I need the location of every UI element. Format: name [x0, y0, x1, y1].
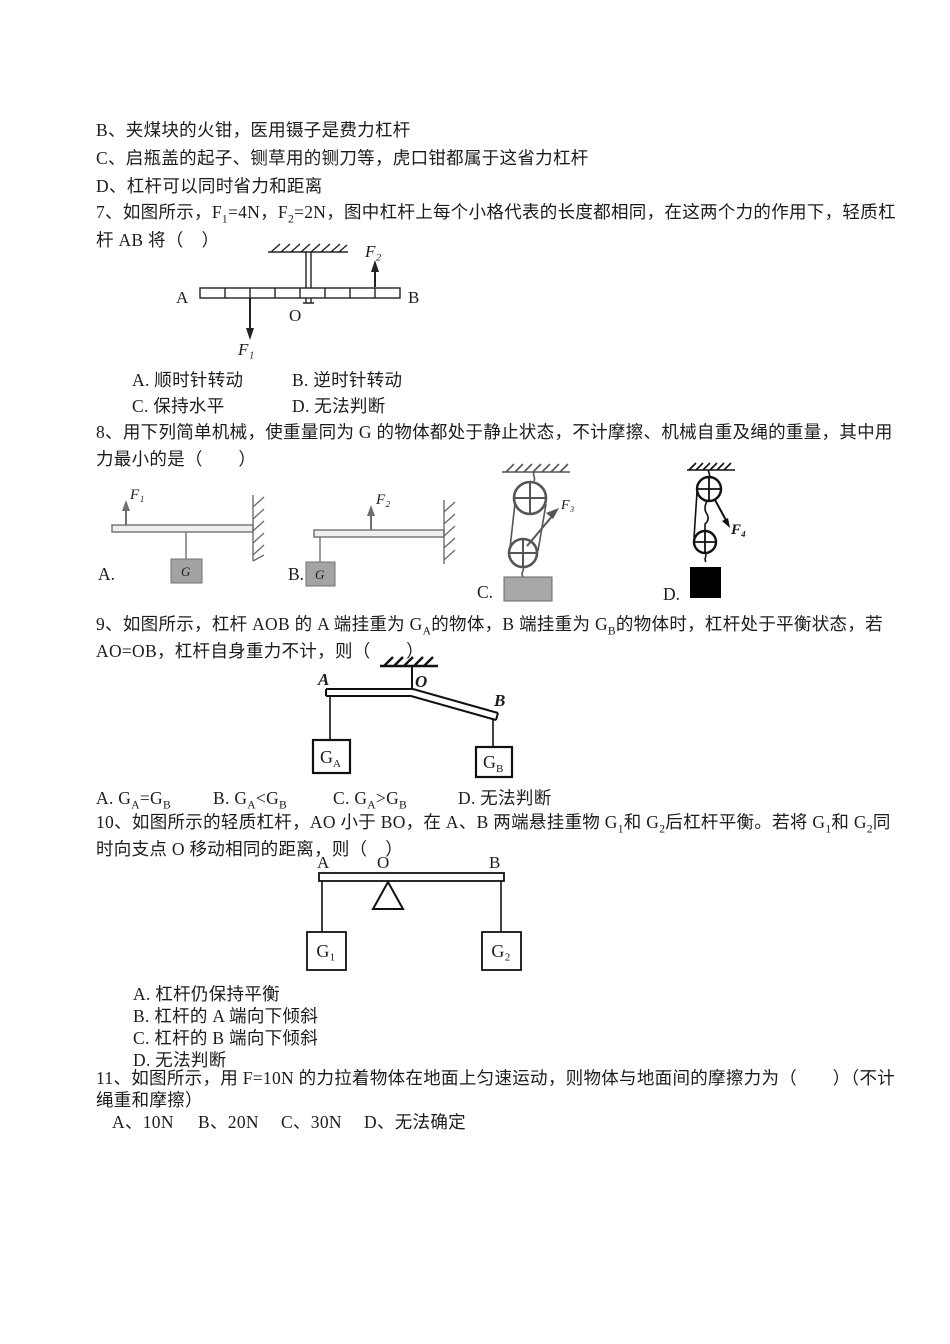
q7-option-a: A. 顺时针转动	[132, 370, 244, 390]
q7-text-line1: 7、如图所示，F1=4N，F2=2N，图中杠杆上每个小格代表的长度都相同，在这两…	[96, 202, 896, 226]
weight-label: G	[315, 567, 325, 582]
q8c-pulley-diagram: F₃	[502, 463, 575, 602]
beam-grid-ticks	[224, 288, 376, 298]
q9-option-b: B. GA<GB	[213, 788, 288, 812]
end-a-label: A	[176, 288, 189, 307]
ceiling-hatch	[268, 243, 348, 253]
q7-option-d: D. 无法判断	[292, 396, 386, 416]
q10-text-line1: 10、如图所示的轻质杠杆，AO 小于 BO，在 A、B 两端悬挂重物 G1和 G…	[96, 812, 891, 836]
force-arrowhead	[122, 500, 130, 511]
q7-text-line2: 杆 AB 将（ ）	[96, 230, 220, 250]
q8-choice-c-label: C.	[477, 582, 494, 602]
weight-box	[690, 567, 721, 598]
lever-beam	[111, 524, 254, 533]
fulcrum-triangle	[371, 879, 405, 910]
q10-text-line2: 时向支点 O 移动相同的距离，则（ ）	[96, 839, 404, 859]
weight-label: G	[181, 564, 191, 579]
lever-beam	[318, 872, 505, 882]
force1-arrowhead	[246, 328, 254, 340]
prev-option-d: D、杠杆可以同时省力和距离	[96, 176, 323, 196]
end-b-label: B	[408, 288, 419, 307]
q10-option-c: C. 杠杆的 B 端向下倾斜	[133, 1028, 319, 1048]
weight-b-box	[474, 745, 514, 779]
weight2-label: G₂	[491, 941, 510, 961]
force-label: F₄	[730, 522, 746, 538]
q11-option-d: D、无法确定	[364, 1112, 466, 1132]
q8d-pulley-diagram: F₄	[687, 462, 746, 598]
weight-a-label: GA	[320, 747, 341, 770]
q9-text-line1: 9、如图所示，杠杆 AOB 的 A 端挂重为 GA的物体，B 端挂重为 GB的物…	[96, 614, 883, 638]
q8b-lever-diagram: F₂ G	[305, 492, 456, 587]
q10-option-b: B. 杠杆的 A 端向下倾斜	[133, 1006, 319, 1026]
fixed-pulley-axle	[698, 478, 720, 500]
ceiling-hatch	[502, 463, 570, 473]
end-a-label: A	[317, 853, 330, 872]
weight1-label: G₁	[316, 941, 335, 961]
bent-beam	[325, 688, 499, 721]
pull-rope	[526, 513, 555, 547]
fixed-pulley	[695, 475, 723, 503]
end-b-label: B	[489, 853, 500, 872]
ceiling-hatch	[687, 462, 735, 471]
q8-choice-a-label: A.	[98, 564, 116, 584]
bottom-hook	[704, 552, 707, 563]
force2-label: F₂	[364, 242, 381, 261]
force-arrowhead	[722, 518, 730, 528]
end-b-label: B	[493, 691, 505, 710]
q10-option-d: D. 无法判断	[133, 1050, 227, 1070]
movable-pulley-axle	[695, 532, 715, 553]
weight-box	[170, 558, 203, 584]
fulcrum-o-label: O	[377, 853, 389, 872]
fulcrum-o-label: O	[289, 306, 301, 325]
q8-text-line1: 8、用下列简单机械，使重量同为 G 的物体都处于静止状态，不计摩擦、机械自重及绳…	[96, 422, 893, 442]
force1-label: F₁	[237, 340, 254, 359]
weight-box	[305, 561, 336, 587]
q7-option-c: C. 保持水平	[132, 396, 225, 416]
weight-a-box	[311, 738, 352, 775]
q8-text-line2: 力最小的是（ ）	[96, 449, 257, 469]
weight-b-label: GB	[483, 752, 503, 775]
upper-pulley-axle	[514, 483, 546, 513]
q9-option-d: D. 无法判断	[458, 788, 552, 808]
q8-choice-d-label: D.	[663, 584, 681, 604]
center-rope	[704, 500, 709, 531]
q9-text-line2: AO=OB，杠杆自身重力不计，则（ ）	[96, 641, 424, 661]
q11-text-line2: 绳重和摩擦）	[96, 1090, 203, 1110]
q7-option-b: B. 逆时针转动	[292, 370, 403, 390]
lever-beam	[313, 529, 445, 538]
force-arrowhead	[546, 508, 559, 519]
wall-hatch	[443, 500, 456, 564]
q11-option-c: C、30N	[281, 1112, 342, 1132]
weight-box	[503, 576, 553, 602]
prev-option-c: C、启瓶盖的起子、铡草用的铡刀等，虎口钳都属于这省力杠杆	[96, 148, 589, 168]
q8a-lever-diagram: F₁ G	[111, 487, 265, 584]
q9-option-c: C. GA>GB	[333, 788, 408, 812]
left-rope	[693, 491, 698, 539]
q11-text-line1: 11、如图所示，用 F=10N 的力拉着物体在地面上匀速运动，则物体与地面间的摩…	[96, 1068, 896, 1088]
q9-option-a: A. GA=GB	[96, 788, 171, 812]
ceiling-hatch	[380, 656, 438, 668]
force-label: F₃	[560, 498, 575, 513]
q11-option-a: A、10N	[112, 1112, 174, 1132]
force-label: F₁	[129, 487, 144, 503]
q9-bent-lever-diagram: A O B GA GB	[311, 656, 514, 779]
fulcrum-o-label: O	[415, 672, 427, 691]
lower-pulley-axle	[509, 539, 537, 567]
top-hook	[532, 471, 536, 482]
end-a-label: A	[317, 670, 329, 689]
q11-option-b: B、20N	[198, 1112, 259, 1132]
q8-choice-b-label: B.	[288, 564, 305, 584]
prev-option-b: B、夹煤块的火钳，医用镊子是费力杠杆	[96, 120, 411, 140]
force2-arrowhead	[371, 260, 379, 272]
q7-lever-diagram: F₁ F₂ A B O	[176, 242, 419, 359]
force-label: F₂	[375, 492, 390, 508]
q10-option-a: A. 杠杆仍保持平衡	[133, 984, 280, 1004]
q10-lever-diagram: A O B G₁ G₂	[306, 853, 522, 971]
wall-hatch	[252, 495, 265, 562]
pull-rope	[714, 499, 728, 523]
weight1-box	[306, 931, 347, 971]
bottom-hook	[521, 566, 525, 578]
force-arrowhead	[367, 505, 375, 516]
weight2-box	[481, 931, 522, 971]
